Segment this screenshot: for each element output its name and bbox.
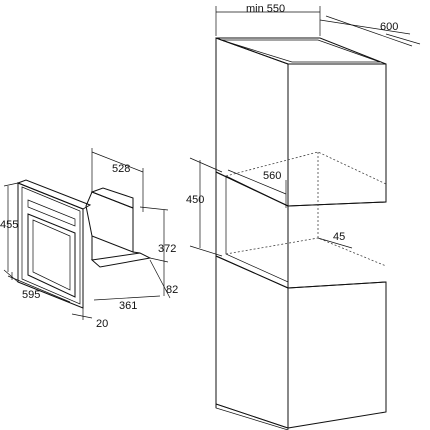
dim-niche-width-560: 560	[263, 170, 281, 182]
cabinet-lower-front	[215, 255, 289, 429]
bottom-rail	[90, 252, 152, 268]
control-strip	[27, 199, 76, 227]
appliance-dimension-lines	[3, 148, 171, 320]
dim-offset-82: 82	[166, 284, 178, 296]
appliance-front-inner	[21, 186, 81, 305]
dim-niche-height-450: 450	[186, 194, 204, 206]
plinth	[215, 403, 289, 430]
door-window	[27, 213, 76, 298]
cabinet-lower-side	[287, 281, 387, 429]
cabinet-drawing	[215, 37, 387, 430]
niche-back-top	[225, 151, 387, 185]
appliance-body-side	[85, 191, 134, 253]
niche-back-bottom	[225, 237, 319, 255]
dim-front-20: 20	[96, 318, 108, 330]
dim-width-595: 595	[22, 289, 40, 301]
dim-vent-45: 45	[333, 231, 345, 243]
dim-min-550: min 550	[246, 3, 285, 15]
body-edge-2	[132, 251, 141, 254]
dim-depth-600: 600	[380, 21, 398, 33]
dim-body-height-372: 372	[158, 243, 176, 255]
cabinet-dimension-lines	[189, 6, 421, 257]
niche-opening	[225, 175, 289, 283]
niche-front-frame	[215, 171, 289, 289]
door-window-inner	[32, 219, 71, 291]
cabinet-upper-side	[287, 63, 387, 207]
dim-depth-528: 528	[112, 163, 130, 175]
niche-back-edge	[317, 152, 387, 267]
cabinet-top	[215, 37, 387, 65]
dim-body-depth-361: 361	[119, 300, 137, 312]
dim-height-455: 455	[0, 219, 18, 231]
cabinet-top-inner	[220, 39, 381, 63]
frame-top	[16, 179, 92, 210]
appliance-body-top	[90, 187, 134, 209]
